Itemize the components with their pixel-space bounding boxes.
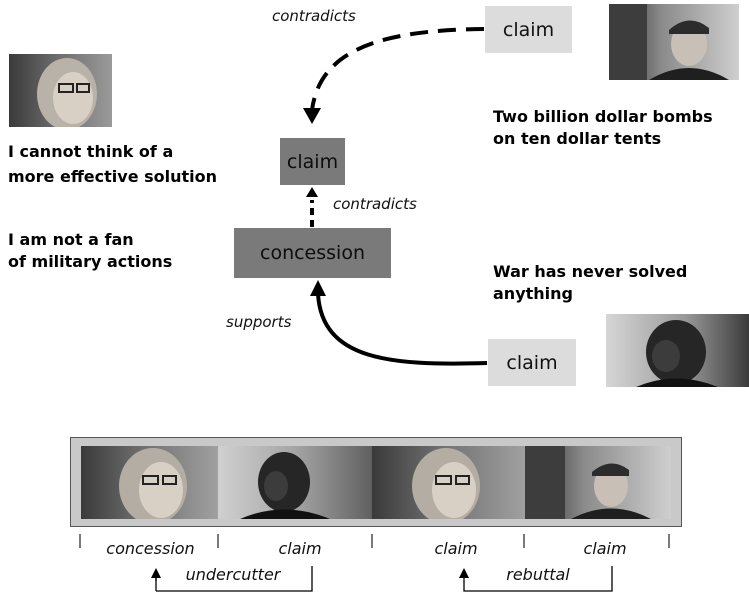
- claim-node-center[interactable]: claim: [280, 138, 345, 185]
- concession-node[interactable]: concession: [234, 228, 391, 278]
- edge-label-contradicts-mid: contradicts: [333, 195, 417, 213]
- man-cap-photo-icon: [609, 4, 739, 80]
- woman-photo-icon: [372, 446, 525, 519]
- woman-portrait-icon: [37, 58, 97, 127]
- arrowhead-icon: [151, 568, 161, 578]
- woman-photo-icon: [9, 54, 112, 127]
- man-cap-portrait-icon: [609, 4, 729, 80]
- video-timeline[interactable]: [70, 437, 682, 527]
- arrowhead-icon: [306, 187, 318, 197]
- quote-line: on ten dollar tents: [493, 129, 662, 148]
- man-cap-frame-icon: [525, 446, 651, 519]
- timeline-segment-label: claim: [278, 539, 322, 558]
- edge-label-supports: supports: [226, 313, 292, 331]
- rebuttal-bracket: [463, 566, 613, 592]
- quote-line: Two billion dollar bombs: [493, 107, 713, 126]
- timeline-segment-label: claim: [583, 539, 627, 558]
- claim-node-bottom-right[interactable]: claim: [488, 339, 576, 386]
- man-bald-frame-icon: [240, 452, 330, 519]
- arrowhead-icon: [310, 280, 326, 296]
- claim-node-top-right[interactable]: claim: [485, 6, 572, 53]
- supports-arrow: [316, 293, 488, 366]
- timeline-segment-label: concession: [106, 539, 195, 558]
- quote-line: War has never solved: [493, 262, 688, 281]
- quote-line: more effective solution: [8, 167, 218, 186]
- man-bald-portrait-icon: [636, 320, 718, 387]
- quote-line: of military actions: [8, 252, 173, 271]
- quote-concession: I am not a fan of military actions: [8, 229, 172, 273]
- woman-frame-icon: [119, 448, 187, 519]
- man-cap-photo-icon: [525, 446, 671, 519]
- timeline-segment-label: claim: [434, 539, 478, 558]
- relation-label-undercutter: undercutter: [185, 565, 281, 584]
- quote-man-bottom: War has never solved anything: [493, 261, 687, 305]
- contradicts-arrow-top: [310, 27, 485, 111]
- quote-woman: I cannot think of a more effective solut…: [8, 141, 217, 188]
- woman-photo-icon: [81, 446, 218, 519]
- edge-label-contradicts-top: contradicts: [272, 7, 356, 25]
- quote-line: I am not a fan: [8, 230, 134, 249]
- woman-frame-icon: [412, 448, 480, 519]
- man-bald-photo-icon: [218, 446, 372, 519]
- quote-man-top: Two billion dollar bombs on ten dollar t…: [493, 106, 713, 150]
- arrowhead-icon: [303, 108, 321, 124]
- quote-line: I cannot think of a: [8, 142, 174, 161]
- man-bald-photo-icon: [606, 314, 749, 387]
- quote-line: anything: [493, 284, 573, 303]
- arrowhead-icon: [459, 568, 469, 578]
- relation-label-rebuttal: rebuttal: [506, 565, 570, 584]
